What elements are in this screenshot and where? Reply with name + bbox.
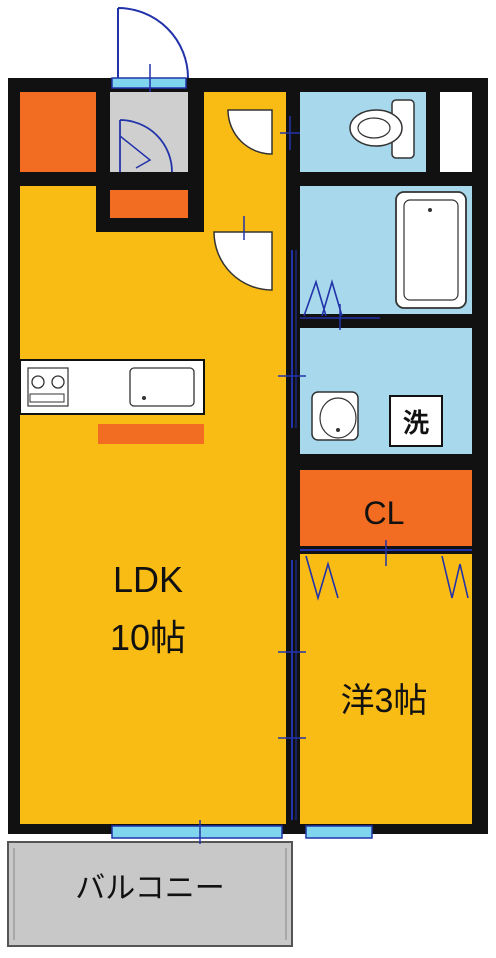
toilet-side-white — [440, 92, 472, 172]
ldk-size-label: 10帖 — [110, 617, 186, 658]
bath-door — [303, 279, 343, 317]
kitchen-sink-icon — [129, 367, 195, 407]
washer-box — [389, 395, 443, 447]
wash-basin-icon — [311, 391, 359, 441]
western-room — [300, 554, 472, 824]
stove-burner-icon — [31, 375, 45, 389]
bathtub-icon — [395, 191, 467, 309]
balcony — [7, 841, 293, 947]
western-room-label: 洋3帖 — [341, 682, 428, 720]
closet-door-left — [305, 555, 339, 601]
kitchen-counter — [19, 359, 205, 415]
window-ldk-bottom — [111, 825, 283, 839]
window-entry-top — [111, 77, 187, 89]
ldk-label: LDK — [113, 559, 183, 600]
entry-inner-door — [119, 119, 173, 173]
kitchen-cabinet — [98, 424, 204, 444]
toilet-icon — [349, 99, 415, 159]
toilet-door-swing — [227, 109, 273, 155]
balcony-label: バルコニー — [75, 872, 224, 905]
washer-label: 洗 — [403, 408, 429, 438]
closet-area — [300, 470, 472, 546]
ldk-room — [20, 186, 286, 824]
entry-door-swing — [117, 7, 189, 79]
ldk-door-swing — [213, 231, 273, 291]
closet-label: CL — [364, 495, 405, 531]
window-western-bottom — [305, 825, 373, 839]
shoe-box — [110, 190, 188, 218]
closet-door-right — [441, 555, 469, 599]
storage-top-left — [20, 92, 96, 172]
